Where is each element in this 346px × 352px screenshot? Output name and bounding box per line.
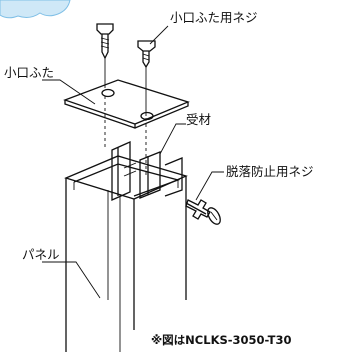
- cover-screw-leader: [149, 25, 169, 45]
- antifall-screw: [185, 199, 221, 225]
- receiver-part: [111, 140, 183, 202]
- end-cover-leader: [42, 79, 96, 105]
- antifall-screw-leader: [195, 171, 224, 201]
- end-cover-label: 小口ふた: [4, 65, 54, 80]
- cover-screw-label: 小口ふた用ネジ: [170, 10, 258, 25]
- receiver-label: 受材: [186, 112, 211, 127]
- panel-leader: [42, 261, 101, 299]
- decorative-cloud: [0, 0, 71, 19]
- panel-label: パネル: [22, 247, 60, 262]
- receiver-leader: [159, 123, 186, 155]
- figure-footnote: ※図はNCLKS-3050-T30: [151, 333, 291, 347]
- cover-screw-right: [137, 40, 156, 116]
- end-cover-plate: [63, 79, 190, 129]
- panel-frame: [64, 155, 188, 352]
- antifall-screw-label: 脱落防止用ネジ: [226, 164, 314, 179]
- cover-screw-left: [96, 23, 114, 88]
